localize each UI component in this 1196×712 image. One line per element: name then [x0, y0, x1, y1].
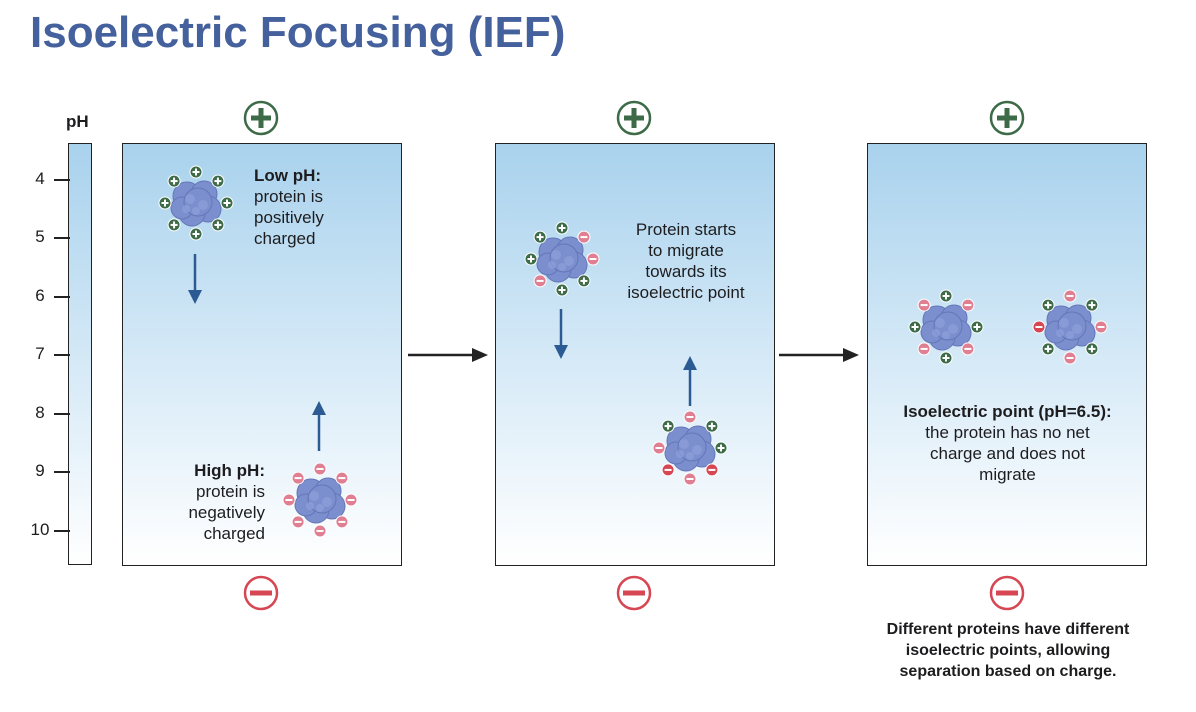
arrow-icon: [312, 401, 326, 451]
ph-tick-label: 5: [35, 227, 45, 246]
negative-charge-icon: [282, 493, 296, 507]
ph-tick-mark: [54, 179, 70, 181]
protein-blob-icon: [282, 462, 358, 538]
protein-blob-icon: [908, 289, 984, 365]
negative-charge-icon: [917, 342, 931, 356]
minus-circle-icon: [616, 575, 652, 611]
positive-charge-icon: [1041, 342, 1055, 356]
ph-tick-mark: [54, 296, 70, 298]
negative-charge-icon: [917, 298, 931, 312]
plus-circle-icon: [243, 100, 279, 136]
positive-charge-icon: [211, 174, 225, 188]
positive-charge-icon: [939, 289, 953, 303]
negative-charge-icon: [1032, 320, 1046, 334]
negative-charge-icon: [683, 472, 697, 486]
positive-charge-icon: [577, 274, 591, 288]
ph-tick-label: 8: [35, 403, 45, 422]
ph-tick-label: 4: [35, 169, 45, 188]
positive-charge-icon: [189, 165, 203, 179]
positive-charge-icon: [167, 218, 181, 232]
positive-charge-icon: [533, 230, 547, 244]
negative-charge-icon: [1063, 289, 1077, 303]
negative-charge-icon: [313, 462, 327, 476]
positive-charge-icon: [189, 227, 203, 241]
minus-circle-icon: [989, 575, 1025, 611]
ph-scale-label: pH: [66, 112, 89, 131]
negative-charge-icon: [577, 230, 591, 244]
negative-charge-icon: [1063, 351, 1077, 365]
migration-caption: Protein starts to migrate towards its is…: [627, 220, 745, 302]
positive-charge-icon: [714, 441, 728, 455]
ph-tick-label: 9: [35, 461, 45, 480]
positive-charge-icon: [939, 351, 953, 365]
negative-charge-icon: [683, 410, 697, 424]
positive-charge-icon: [1041, 298, 1055, 312]
low-ph-caption: Low pH: protein is positively charged: [254, 165, 394, 249]
high-ph-caption: High pH: protein is negatively charged: [150, 460, 265, 544]
positive-charge-icon: [211, 218, 225, 232]
protein-blob-icon: [158, 165, 234, 241]
high-ph-body: protein is negatively charged: [188, 482, 265, 543]
arrow-icon: [554, 309, 568, 359]
isoelectric-body: the protein has no net charge and does n…: [925, 423, 1090, 484]
positive-charge-icon: [158, 196, 172, 210]
negative-charge-icon: [291, 471, 305, 485]
negative-charge-icon: [961, 298, 975, 312]
low-ph-body: protein is positively charged: [254, 187, 324, 248]
ph-tick-mark: [54, 413, 70, 415]
protein-blob-icon: [652, 410, 728, 486]
negative-charge-icon: [586, 252, 600, 266]
panel-isoelectric-point: [867, 143, 1147, 566]
footnote: Different proteins have different isoele…: [886, 621, 1130, 680]
negative-charge-icon: [705, 463, 719, 477]
ph-tick-label: 10: [30, 520, 50, 539]
positive-charge-icon: [661, 419, 675, 433]
negative-charge-icon: [533, 274, 547, 288]
arrow-icon: [683, 356, 697, 406]
positive-charge-icon: [705, 419, 719, 433]
ph-tick-label: 7: [35, 344, 45, 363]
positive-charge-icon: [970, 320, 984, 334]
negative-charge-icon: [335, 515, 349, 529]
protein-blob-icon: [1032, 289, 1108, 365]
positive-charge-icon: [167, 174, 181, 188]
negative-charge-icon: [335, 471, 349, 485]
isoelectric-caption: Isoelectric point (pH=6.5): the protein …: [880, 401, 1135, 485]
page-title: Isoelectric Focusing (IEF): [30, 8, 566, 57]
negative-charge-icon: [961, 342, 975, 356]
negative-charge-icon: [313, 524, 327, 538]
ph-tick-label: 6: [35, 286, 45, 305]
negative-charge-icon: [652, 441, 666, 455]
negative-charge-icon: [344, 493, 358, 507]
positive-charge-icon: [1085, 298, 1099, 312]
high-ph-heading: High pH:: [194, 461, 265, 480]
ph-tick-mark: [54, 237, 70, 239]
ph-tick-mark: [54, 530, 70, 532]
positive-charge-icon: [555, 283, 569, 297]
ph-scale-bar: [68, 143, 92, 565]
protein-blob-icon: [524, 221, 600, 297]
negative-charge-icon: [661, 463, 675, 477]
arrow-icon: [408, 348, 488, 362]
positive-charge-icon: [908, 320, 922, 334]
ph-tick-mark: [54, 354, 70, 356]
panel-migration: [495, 143, 775, 566]
plus-circle-icon: [989, 100, 1025, 136]
isoelectric-heading: Isoelectric point (pH=6.5):: [903, 402, 1112, 421]
arrow-icon: [188, 254, 202, 304]
plus-circle-icon: [616, 100, 652, 136]
arrow-icon: [779, 348, 859, 362]
negative-charge-icon: [1094, 320, 1108, 334]
positive-charge-icon: [220, 196, 234, 210]
positive-charge-icon: [524, 252, 538, 266]
positive-charge-icon: [1085, 342, 1099, 356]
positive-charge-icon: [555, 221, 569, 235]
minus-circle-icon: [243, 575, 279, 611]
low-ph-heading: Low pH:: [254, 166, 322, 185]
ph-tick-mark: [54, 471, 70, 473]
negative-charge-icon: [291, 515, 305, 529]
